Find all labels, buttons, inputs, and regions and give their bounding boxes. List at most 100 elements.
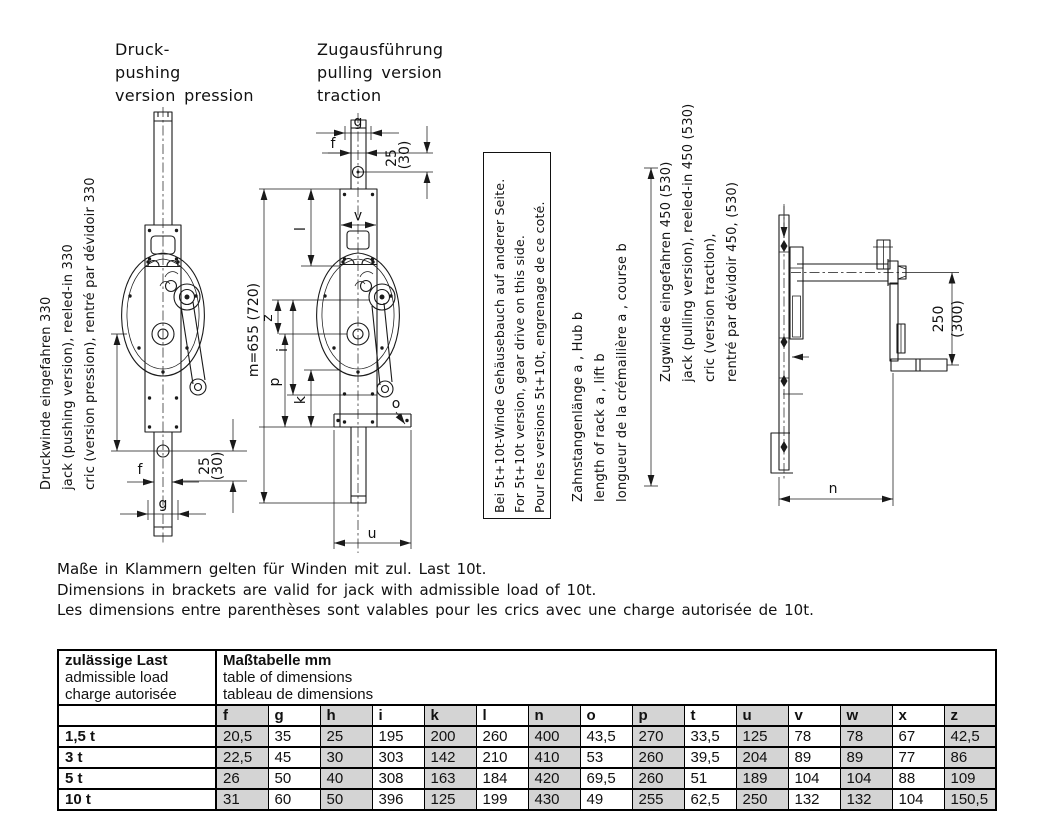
caption-line: For 5t+10t version, gear drive on this s… (512, 234, 527, 513)
dim-value-cell: 39,5 (683, 746, 737, 769)
dim-value-cell: 430 (527, 788, 581, 811)
caption-line: Zahnstangenlänge a , Hub b (571, 311, 586, 502)
dim-value-cell: 45 (267, 746, 321, 769)
dims-header-line: tableau de dimensions (223, 686, 374, 703)
load-header-cell: zulässige Last admissible load charge au… (57, 649, 217, 706)
title-line: pushing (115, 63, 181, 82)
dim-value-cell: 410 (527, 746, 581, 769)
dim-label-25-top: 25 (384, 149, 400, 167)
dim-column-header: i (371, 704, 425, 727)
dim-value-cell: 396 (371, 788, 425, 811)
dim-label-g-top: g (354, 114, 363, 130)
pushing-version-title: Druck- pushing version pression (115, 38, 254, 107)
title-line: Zugausführung (317, 40, 444, 59)
dim-value-cell: 125 (735, 725, 789, 748)
dim-value-cell: 150,5 (943, 788, 997, 811)
dim-value-cell: 260 (475, 725, 529, 748)
dim-value-cell: 210 (475, 746, 529, 769)
gear-housing (121, 252, 207, 396)
left-side-dimensions (259, 188, 377, 504)
pulling-reeled-caption: Zugwinde eingefahren 450 (530) jack (pul… (656, 104, 744, 382)
dims-header-line: Maßtabelle mm (223, 652, 332, 669)
dim-value-cell: 184 (475, 767, 529, 790)
rack-side (770, 214, 793, 474)
dim-label-o: o (392, 396, 401, 412)
dim-value-cell: 255 (631, 788, 685, 811)
dim-value-cell: 303 (371, 746, 425, 769)
rack-length-dimension-arrow (644, 167, 658, 487)
dim-label-v: v (354, 208, 362, 224)
gear-housing (316, 252, 400, 398)
dim-label-m: m=655 (720) (246, 283, 262, 377)
pushing-version-drawing: 25 (30) f g (111, 107, 247, 543)
load-cell: 10 t (57, 788, 217, 811)
dim-column-header: f (215, 704, 269, 727)
dim-value-cell: 42,5 (943, 725, 997, 748)
caption-line: cric (version pression), rentré par dévi… (83, 177, 98, 490)
o-dimension (395, 411, 406, 425)
dim-label-k: k (293, 395, 309, 404)
load-cell: 3 t (57, 746, 217, 769)
dim-value-cell: 142 (423, 746, 477, 769)
dim-value-cell: 89 (839, 746, 893, 769)
dim-value-cell: 20,5 (215, 725, 269, 748)
rack-length-caption: Zahnstangenlänge a , Hub b length of rac… (568, 243, 634, 502)
dim-value-cell: 69,5 (579, 767, 633, 790)
rack-top (350, 119, 367, 190)
note-line: Les dimensions entre parenthèses sont va… (57, 601, 814, 619)
housing-side (783, 246, 809, 395)
caption-line: length of rack a , lift b (593, 353, 608, 502)
dim-value-cell: 189 (735, 767, 789, 790)
note-line: Dimensions in brackets are valid for jac… (57, 580, 597, 599)
dim-label-300: (300) (950, 300, 966, 338)
dim-value-cell: 195 (371, 725, 425, 748)
dim-value-cell: 30 (319, 746, 373, 769)
dim-value-cell: 51 (683, 767, 737, 790)
brackets-note: Maße in Klammern gelten für Winden mit z… (57, 559, 814, 621)
dim-value-cell: 270 (631, 725, 685, 748)
dimension-table: zulässige Last admissible load charge au… (57, 649, 998, 811)
pushing-reeled-caption: Druckwinde eingefahren 330 jack (pushing… (36, 177, 102, 490)
dim-column-header: l (475, 704, 529, 727)
dim-label-n: n (829, 481, 838, 497)
dim-column-header: t (683, 704, 737, 727)
dim-column-header: v (787, 704, 841, 727)
rack-bottom (350, 426, 367, 504)
dim-value-cell: 62,5 (683, 788, 737, 811)
dim-label-250: 250 (931, 306, 947, 333)
crank-shaft (791, 239, 907, 286)
dims-header-line: table of dimensions (223, 669, 353, 686)
dim-value-cell: 132 (787, 788, 841, 811)
dim-value-cell: 33,5 (683, 725, 737, 748)
title-line: Druck- (115, 40, 170, 59)
dim-label-25-bottom: 25 (197, 457, 213, 475)
dim-value-cell: 308 (371, 767, 425, 790)
dim-value-cell: 104 (787, 767, 841, 790)
u-dimension (333, 430, 412, 549)
dim-value-cell: 31 (215, 788, 269, 811)
dim-value-cell: 89 (787, 746, 841, 769)
dim-value-cell: 104 (891, 788, 945, 811)
dim-column-header: o (579, 704, 633, 727)
dims-header-cell: Maßtabelle mm table of dimensions tablea… (214, 649, 997, 706)
title-line: traction (317, 86, 382, 105)
dim-value-cell: 50 (319, 788, 373, 811)
n-dimension (778, 373, 894, 506)
dim-label-l: l (293, 227, 309, 231)
dim-value-cell: 200 (423, 725, 477, 748)
top-dimensions (316, 126, 433, 199)
caption-line: rentré par dévidoir 450, (530) (725, 181, 740, 382)
dim-column-header: u (735, 704, 789, 727)
dim-value-cell: 199 (475, 788, 529, 811)
caption-line: Zugwinde eingefahren 450 (530) (659, 161, 674, 382)
dim-label-30-bottom: (30) (210, 452, 226, 481)
caption-line: longueur de la crémailière a , course b (615, 243, 630, 502)
dim-value-cell: 260 (631, 746, 685, 769)
